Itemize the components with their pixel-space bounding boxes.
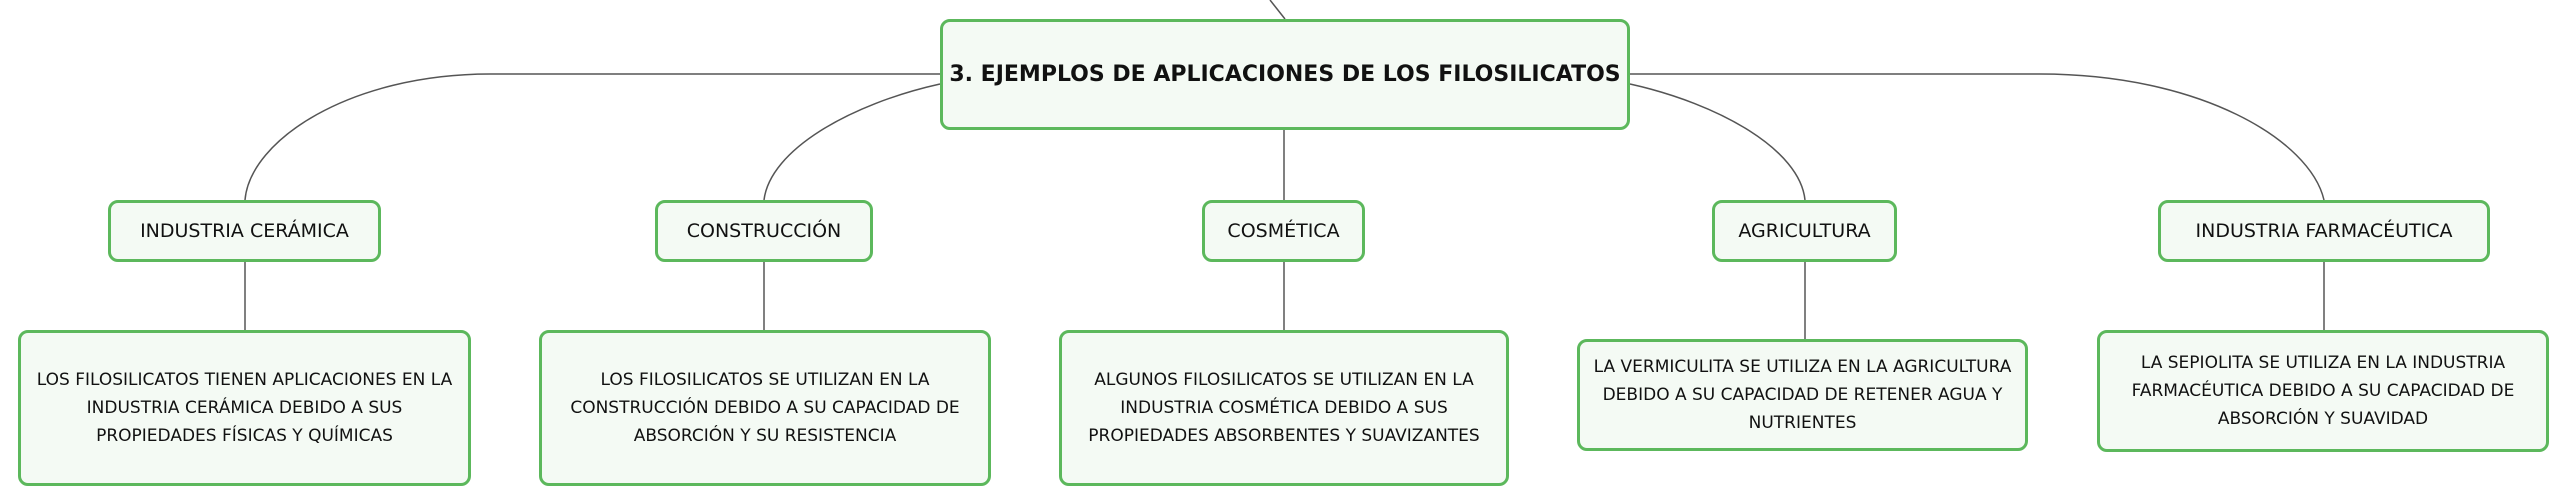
subtopic-industria-farmaceutica[interactable]: LA SEPIOLITA SE UTILIZA EN LA INDUSTRIA … (2097, 330, 2549, 452)
root-topic-label: 3. EJEMPLOS DE APLICACIONES DE LOS FILOS… (949, 62, 1621, 87)
subtopic-cosmetica[interactable]: ALGUNOS FILOSILICATOS SE UTILIZAN EN LA … (1059, 330, 1509, 486)
subtopic-text: LOS FILOSILICATOS SE UTILIZAN EN LA CONS… (570, 370, 960, 446)
connector-root-cat-0 (244, 73, 940, 201)
connector-root-cat-3 (1629, 83, 1806, 201)
subtopic-text: ALGUNOS FILOSILICATOS SE UTILIZAN EN LA … (1088, 370, 1480, 446)
topic-agricultura[interactable]: AGRICULTURA (1712, 200, 1897, 262)
topic-label: CONSTRUCCIÓN (686, 220, 842, 242)
topic-cosmetica[interactable]: COSMÉTICA (1202, 200, 1365, 262)
topic-label: INDUSTRIA FARMACÉUTICA (2195, 220, 2453, 242)
subtopic-agricultura[interactable]: LA VERMICULITA SE UTILIZA EN LA AGRICULT… (1577, 339, 2028, 451)
subtopic-industria-ceramica[interactable]: LOS FILOSILICATOS TIENEN APLICACIONES EN… (18, 330, 471, 486)
connector-root-cat-1 (763, 83, 941, 201)
topic-label: INDUSTRIA CERÁMICA (140, 220, 349, 242)
topic-label: AGRICULTURA (1738, 220, 1871, 242)
topic-industria-ceramica[interactable]: INDUSTRIA CERÁMICA (108, 200, 381, 262)
subtopic-text: LA VERMICULITA SE UTILIZA EN LA AGRICULT… (1593, 357, 2012, 433)
topic-construccion[interactable]: CONSTRUCCIÓN (655, 200, 873, 262)
root-topic[interactable]: 3. EJEMPLOS DE APLICACIONES DE LOS FILOS… (940, 19, 1630, 130)
connector-root-cat-4 (1630, 73, 2325, 201)
subtopic-construccion[interactable]: LOS FILOSILICATOS SE UTILIZAN EN LA CONS… (539, 330, 991, 486)
connector-parent (1269, 0, 1286, 20)
subtopic-text: LOS FILOSILICATOS TIENEN APLICACIONES EN… (36, 370, 453, 446)
topic-label: COSMÉTICA (1227, 220, 1340, 242)
subtopic-text: LA SEPIOLITA SE UTILIZA EN LA INDUSTRIA … (2131, 353, 2515, 429)
topic-industria-farmaceutica[interactable]: INDUSTRIA FARMACÉUTICA (2158, 200, 2490, 262)
